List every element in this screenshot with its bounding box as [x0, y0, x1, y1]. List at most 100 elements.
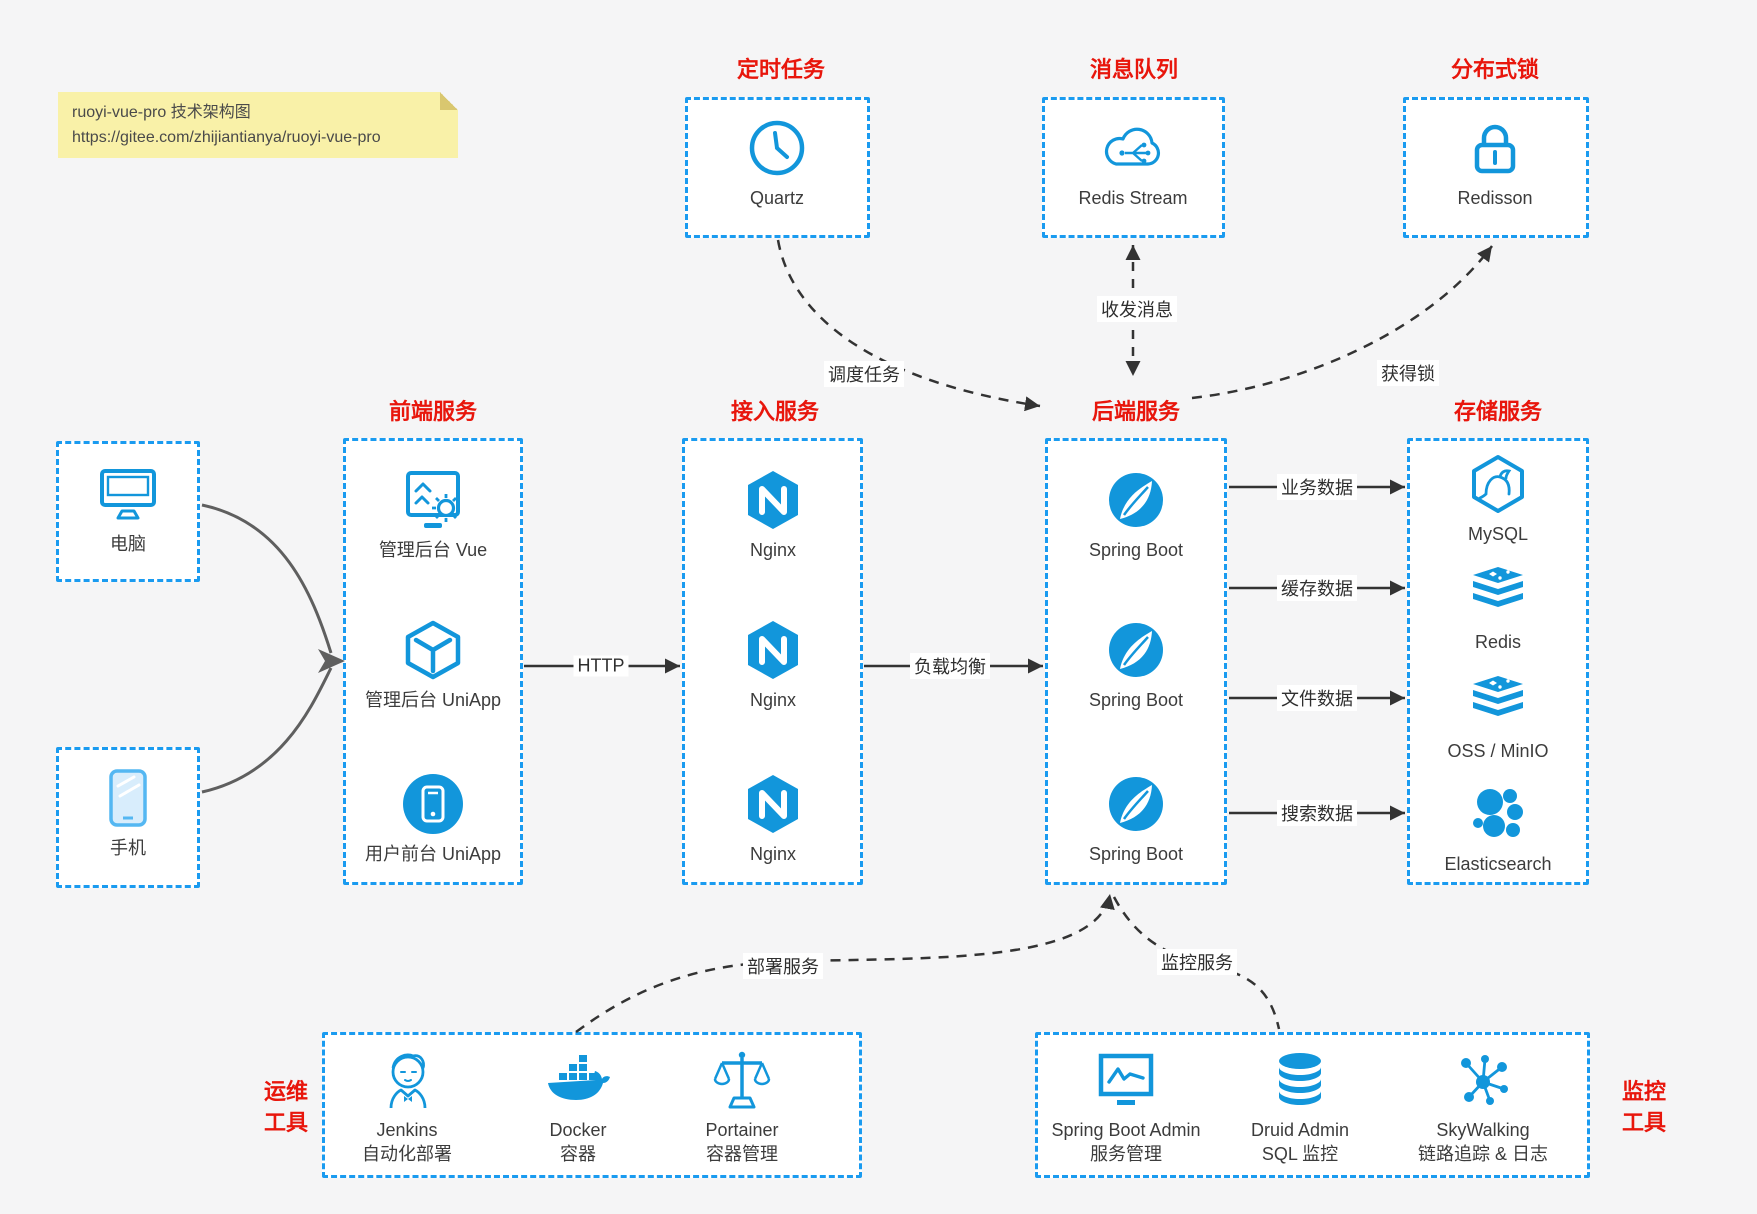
node-label: Elasticsearch	[1444, 854, 1552, 874]
merge-arrowhead	[318, 649, 345, 673]
lock-icon	[1468, 116, 1522, 180]
node-elasticsearch: Elasticsearch	[1403, 782, 1593, 876]
node-admin-vue: 管理后台 Vue	[338, 468, 528, 562]
nginx-icon	[745, 468, 801, 532]
title-message-queue: 消息队列	[1089, 57, 1179, 82]
jenkins-icon	[379, 1048, 435, 1112]
deploy-service-arrow	[575, 893, 1115, 1034]
edge-label-acquire-lock: 获得锁	[1377, 360, 1439, 386]
devops-title-line2: 工具	[263, 1110, 308, 1135]
hub-icon	[1454, 1048, 1512, 1112]
node-nginx-2: Nginx	[678, 618, 868, 712]
edge-label-monitor-service: 监控服务	[1157, 949, 1237, 975]
node-label: 管理后台 UniApp	[364, 690, 502, 710]
node-label: Quartz	[749, 188, 805, 208]
sticky-note: ruoyi-vue-pro 技术架构图 https://gitee.com/zh…	[58, 92, 458, 158]
stack-icon	[1469, 560, 1527, 624]
nginx-icon	[745, 618, 801, 682]
node-druid-admin: Druid Admin SQL 监控	[1205, 1048, 1395, 1166]
uniapp-cube-icon	[401, 618, 465, 682]
message-queue-box	[1042, 97, 1225, 238]
node-label: Nginx	[749, 540, 797, 560]
node-label: Jenkins	[376, 1120, 438, 1140]
phone-icon	[106, 766, 150, 830]
node-label: Spring Boot Admin	[1051, 1120, 1201, 1140]
note-url[interactable]: https://gitee.com/zhijiantianya/ruoyi-vu…	[72, 129, 381, 146]
edge-label-biz-data: 业务数据	[1277, 474, 1357, 500]
edge-label-file-data: 文件数据	[1277, 685, 1357, 711]
edge-label-search-data: 搜索数据	[1277, 800, 1357, 826]
schedule-task-arrow	[776, 239, 1041, 412]
node-label: Spring Boot	[1088, 690, 1184, 710]
cloud-stream-icon	[1099, 116, 1167, 180]
spring-icon	[1107, 772, 1165, 836]
edge-label-http: HTTP	[573, 655, 629, 677]
node-user-uniapp: 用户前台 UniApp	[338, 772, 528, 866]
node-springboot-3: Spring Boot	[1041, 772, 1231, 866]
node-label: Docker	[549, 1120, 607, 1140]
node-label: Druid Admin	[1250, 1120, 1350, 1140]
node-sublabel: 服务管理	[1090, 1144, 1162, 1164]
node-label: OSS / MinIO	[1447, 741, 1549, 761]
node-skywalking: SkyWalking 链路追踪 & 日志	[1388, 1048, 1578, 1166]
node-label: Portainer	[705, 1120, 779, 1140]
clock-icon	[748, 116, 806, 180]
node-label: 管理后台 Vue	[378, 540, 488, 560]
scales-icon	[713, 1048, 771, 1112]
node-admin-uniapp: 管理后台 UniApp	[338, 618, 528, 712]
stack-icon	[1469, 669, 1527, 733]
user-app-icon	[401, 772, 465, 836]
acquire-lock-arrow	[1191, 245, 1494, 400]
node-label: SkyWalking	[1436, 1120, 1530, 1140]
node-redis-stream: Redis Stream	[1038, 116, 1228, 210]
edge-label-schedule-task: 调度任务	[824, 361, 904, 387]
nginx-icon	[745, 772, 801, 836]
devops-title-line1: 运维	[263, 1079, 308, 1104]
monitoring-title-line1: 监控	[1621, 1079, 1666, 1104]
node-label: Redis Stream	[1078, 188, 1188, 208]
title-gateway: 接入服务	[730, 399, 820, 424]
node-label: 电脑	[110, 534, 146, 554]
spring-icon	[1107, 618, 1165, 682]
desktop-icon	[98, 462, 158, 526]
edge-label-send-receive-msg: 收发消息	[1097, 296, 1177, 322]
node-label: Spring Boot	[1088, 844, 1184, 864]
node-sublabel: 容器	[560, 1144, 596, 1164]
node-springboot-admin: Spring Boot Admin 服务管理	[1031, 1048, 1221, 1166]
title-storage: 存储服务	[1453, 399, 1543, 424]
node-label: 手机	[110, 838, 146, 858]
node-label: MySQL	[1467, 524, 1528, 544]
node-springboot-2: Spring Boot	[1041, 618, 1231, 712]
node-portainer: Portainer 容器管理	[647, 1048, 837, 1166]
node-mysql: MySQL	[1403, 452, 1593, 546]
node-redis: Redis	[1403, 560, 1593, 654]
node-sublabel: 自动化部署	[362, 1144, 452, 1164]
node-sublabel: SQL 监控	[1261, 1144, 1339, 1164]
monitoring-title-line2: 工具	[1621, 1110, 1666, 1135]
title-scheduled-task: 定时任务	[736, 57, 826, 82]
elasticsearch-icon	[1470, 782, 1526, 846]
node-nginx-1: Nginx	[678, 468, 868, 562]
node-label: Redis	[1474, 632, 1522, 652]
node-nginx-3: Nginx	[678, 772, 868, 866]
title-distributed-lock: 分布式锁	[1450, 57, 1540, 82]
node-docker: Docker 容器	[483, 1048, 673, 1166]
title-devops-tools: 运维 工具	[240, 1076, 332, 1138]
title-monitoring-tools: 监控 工具	[1598, 1076, 1690, 1138]
mobile-to-frontend-line	[201, 667, 333, 794]
node-mobile-client: 手机	[33, 766, 223, 860]
node-oss-minio: OSS / MinIO	[1403, 669, 1593, 763]
edge-label-deploy-service: 部署服务	[743, 953, 823, 979]
node-springboot-1: Spring Boot	[1041, 468, 1231, 562]
node-jenkins: Jenkins 自动化部署	[312, 1048, 502, 1166]
mysql-icon	[1468, 452, 1528, 516]
node-label: 用户前台 UniApp	[364, 844, 502, 864]
node-pc-client: 电脑	[33, 462, 223, 556]
node-label: Redisson	[1457, 188, 1533, 208]
pc-to-frontend-line	[201, 503, 333, 654]
docker-whale-icon	[545, 1048, 611, 1112]
node-label: Nginx	[749, 690, 797, 710]
node-sublabel: 容器管理	[706, 1144, 778, 1164]
node-label: Spring Boot	[1088, 540, 1184, 560]
